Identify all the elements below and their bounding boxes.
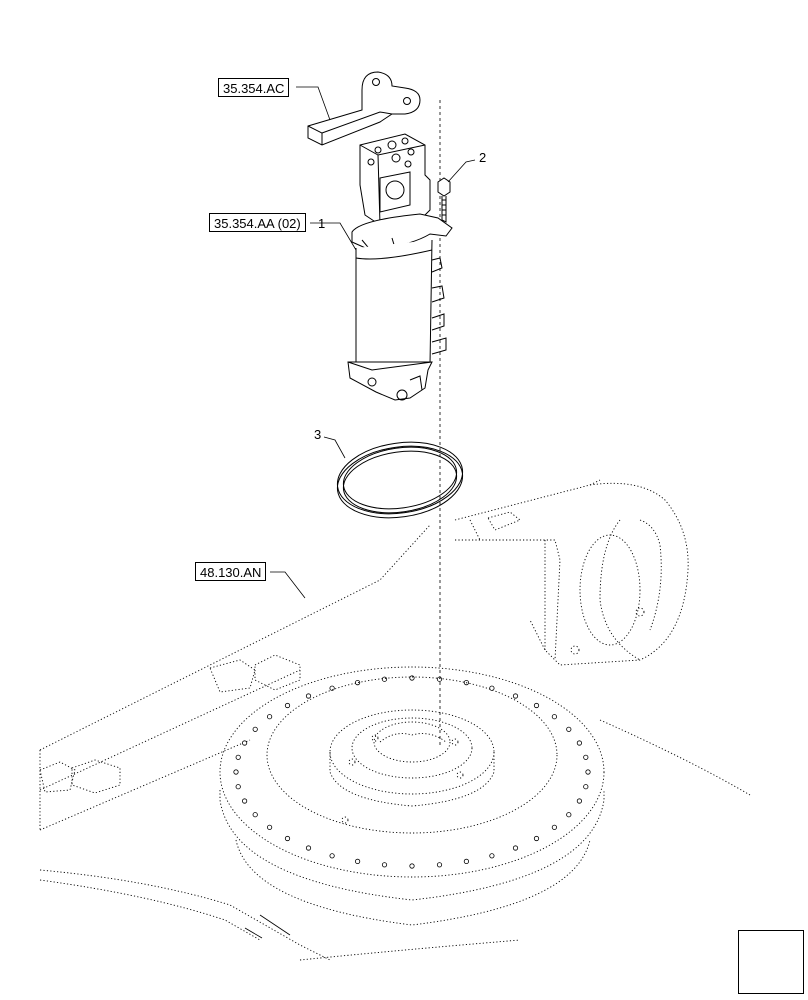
flange-bolt-hole: [329, 685, 335, 691]
flange-bolt-hole: [436, 862, 443, 868]
callout-2: 2: [479, 150, 487, 165]
flange-bolt-hole: [252, 812, 258, 818]
flange-bolt-hole: [583, 754, 589, 760]
flange-bolt-hole: [354, 858, 361, 865]
seal-ring: [336, 441, 464, 519]
callout-1: 1: [318, 216, 326, 231]
flange-bolt-hole: [284, 835, 291, 842]
flange-bolt-hole: [284, 702, 291, 709]
flange-bolt-hole: [551, 824, 558, 830]
flange-bolt-hole: [233, 769, 239, 775]
flange-bolt-hole: [235, 784, 241, 790]
navigation-button[interactable]: [738, 930, 804, 994]
flange-bolt-hole: [409, 863, 415, 869]
flange-bolt-hole: [512, 845, 519, 851]
flange-bolt-hole: [252, 726, 258, 732]
bolt: [437, 177, 451, 223]
flange-bolt-hole: [266, 714, 273, 720]
reference-label-swivel-assembly[interactable]: 35.354.AA (02): [209, 213, 306, 232]
flange-bolt-hole: [329, 853, 335, 859]
flange-bolt-hole: [235, 754, 241, 760]
flange-bolt-hole: [305, 845, 312, 851]
flange-bolt-hole: [585, 769, 591, 775]
flange-bolt-hole: [489, 685, 495, 691]
flange-bolt-hole: [566, 726, 572, 732]
flange-bolt-hole: [583, 784, 589, 790]
flange-bolt-hole: [576, 798, 583, 804]
flange-bolt-hole: [512, 693, 519, 699]
flange-bolt-hole: [463, 858, 469, 865]
flange-bolt-hole: [381, 676, 388, 682]
flange-bolt-hole: [354, 679, 361, 686]
swing-bearing: [219, 607, 645, 926]
flange-bolt-hole: [566, 812, 572, 818]
flange-bolt-hole: [533, 835, 540, 842]
flange-bolt-hole: [533, 702, 540, 709]
flange-bolt-hole: [242, 740, 248, 746]
flange-bolt-hole: [266, 824, 273, 830]
leader-lines: [270, 86, 476, 599]
flange-bolt-hole: [242, 798, 248, 804]
frame-bolt-circle: [579, 534, 641, 646]
flange-bolt-hole: [305, 693, 312, 699]
callout-3: 3: [314, 427, 322, 442]
reference-label-bracket[interactable]: 35.354.AC: [218, 78, 290, 97]
bracket: [307, 71, 421, 146]
reference-label-frame[interactable]: 48.130.AN: [195, 562, 267, 581]
undercarriage-frame: [39, 479, 751, 961]
flange-bolt-hole: [409, 675, 415, 681]
flange-bolt-hole: [551, 714, 558, 720]
flange-bolt-hole: [381, 862, 388, 868]
flange-bolt-hole: [489, 853, 495, 859]
swivel-joint: [347, 133, 453, 401]
flange-bolt-hole: [576, 740, 583, 746]
flange-bolt-hole: [436, 676, 443, 682]
